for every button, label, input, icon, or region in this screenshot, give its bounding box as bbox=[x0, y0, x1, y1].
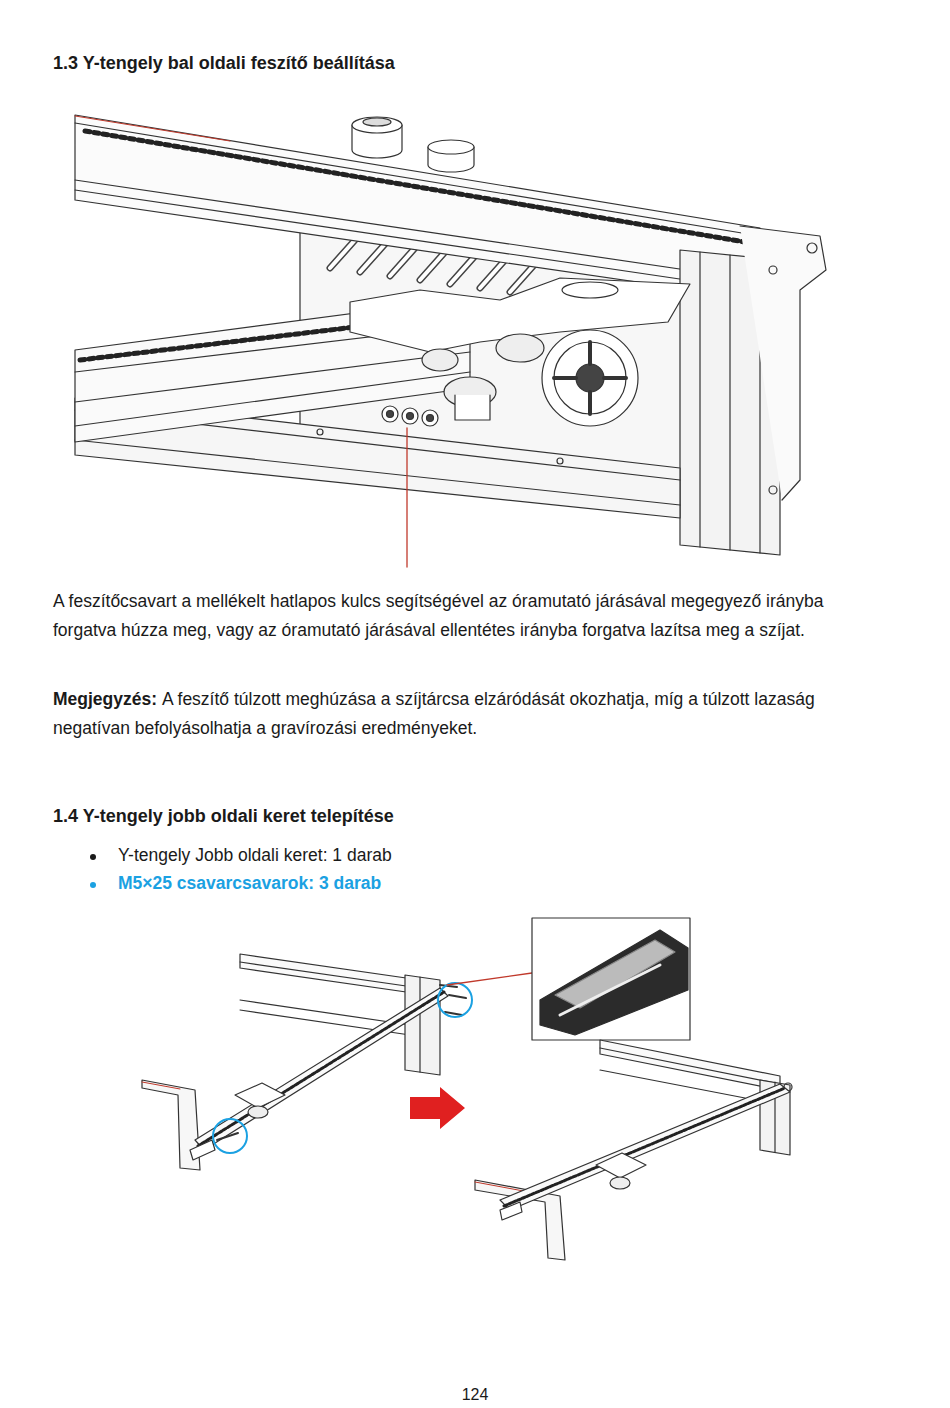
note-text: A feszítő túlzott meghúzása a szíjtárcsa… bbox=[53, 689, 815, 738]
section-heading: 1.4 Y-tengely jobb oldali keret telepíté… bbox=[53, 802, 853, 831]
section-heading: 1.3 Y-tengely bal oldali feszítő beállít… bbox=[53, 51, 395, 75]
body-text: A feszítőcsavart a mellékelt hatlapos ku… bbox=[53, 587, 883, 645]
parts-item: Y-tengely Jobb oldali keret: 1 darab bbox=[118, 841, 718, 870]
parts-item: M5×25 csavarcsavarok: 3 darab bbox=[118, 869, 718, 898]
note-paragraph: Megjegyzés:A feszítő túlzott meghúzása a… bbox=[53, 685, 853, 743]
note-label: Megjegyzés: bbox=[53, 689, 157, 709]
page-number: 124 bbox=[0, 1380, 950, 1408]
